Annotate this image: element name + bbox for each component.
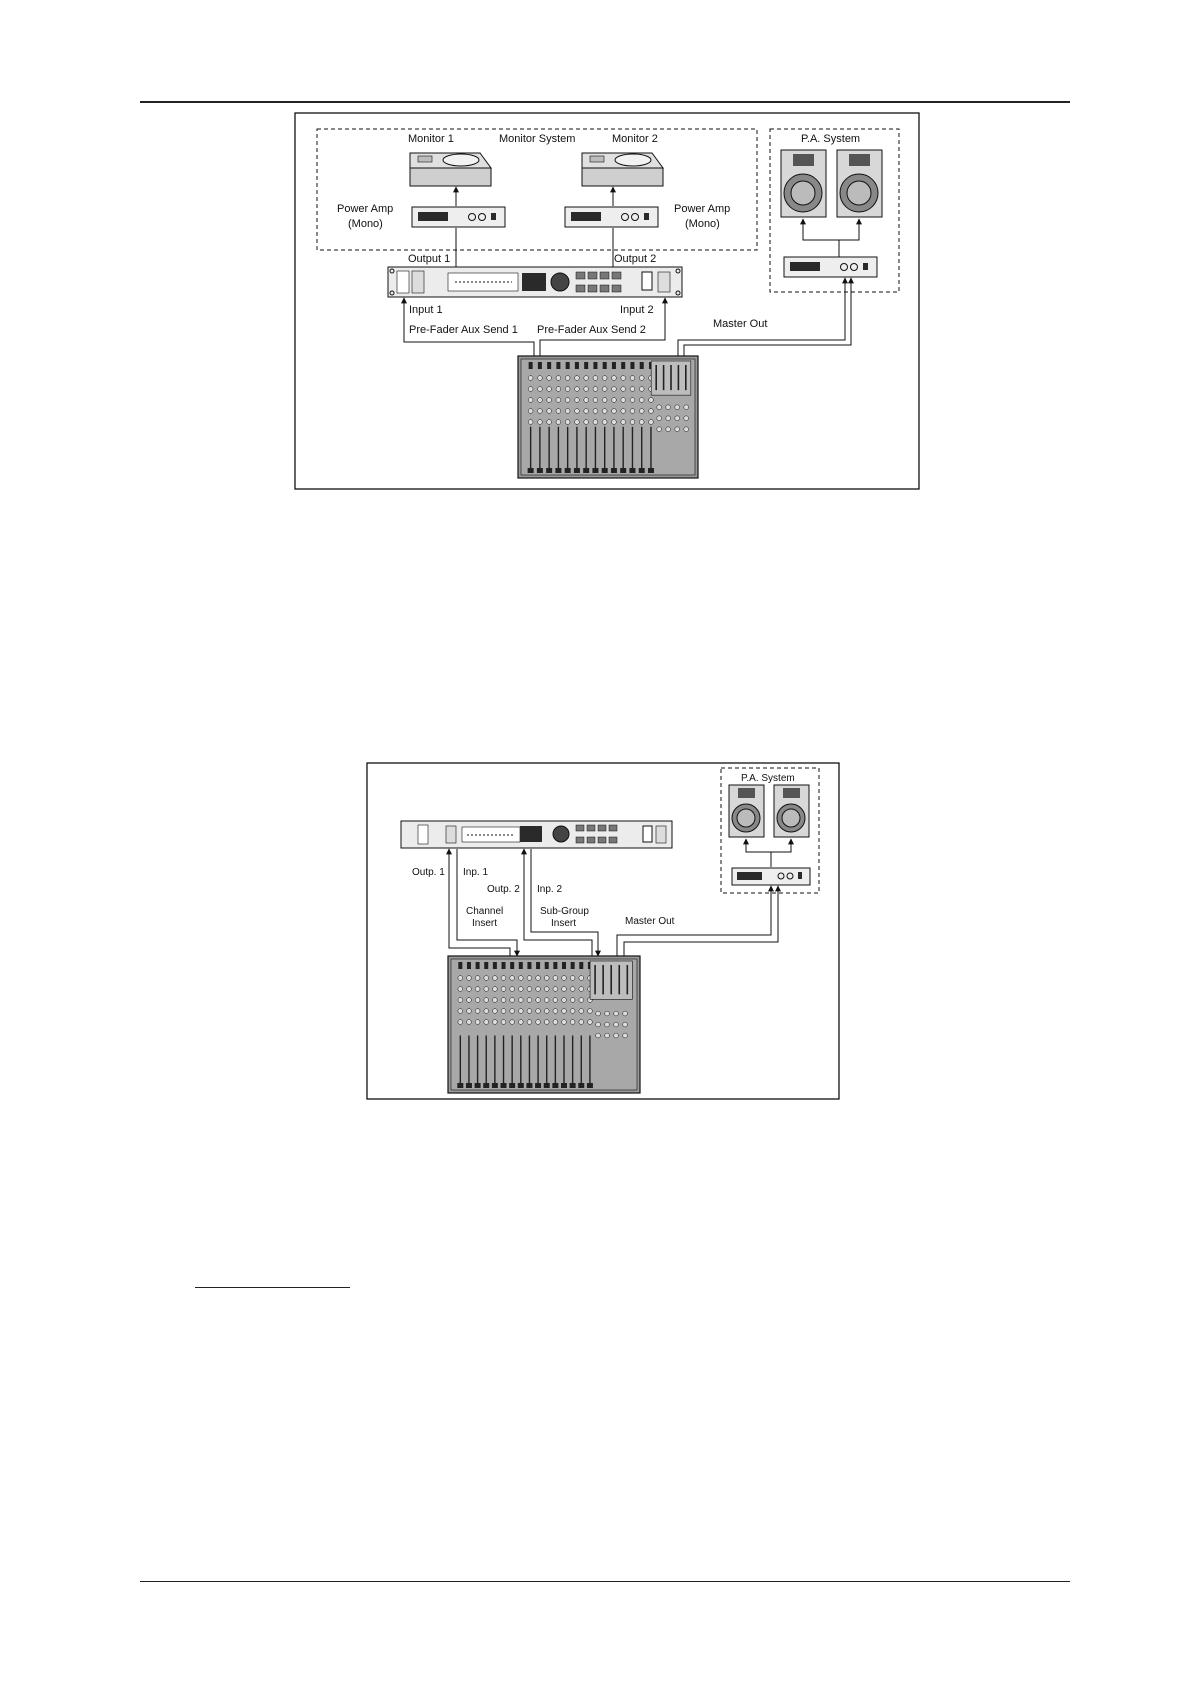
- channel-insert-label-line1: Channel: [466, 906, 503, 917]
- inp-2-label: Inp. 2: [537, 884, 562, 895]
- footer-rule: [140, 1581, 1070, 1582]
- inp-1-label: Inp. 1: [463, 867, 488, 878]
- section-heading-underline: [195, 1287, 350, 1288]
- subgroup-insert-label-line2: Insert: [551, 918, 576, 929]
- channel-insert-label-line2: Insert: [472, 918, 497, 929]
- pa-power-amp-icon-2: [732, 868, 810, 885]
- subgroup-insert-label-line1: Sub-Group: [540, 906, 589, 917]
- pa-speaker-left-icon-2: [729, 785, 764, 837]
- pa-speaker-right-icon-2: [774, 785, 809, 837]
- outp-2-label: Outp. 2: [487, 884, 520, 895]
- processor-rack-icon-2: [401, 821, 672, 848]
- mixing-console-icon-2: [448, 956, 640, 1093]
- outp-1-label: Outp. 1: [412, 867, 445, 878]
- pa-system-label-2: P.A. System: [741, 773, 795, 784]
- master-out-label-2: Master Out: [625, 916, 675, 927]
